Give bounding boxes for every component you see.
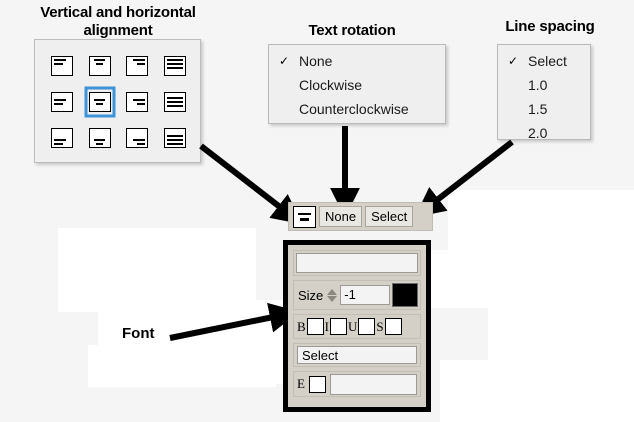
style-checkbox-u[interactable] — [358, 318, 376, 335]
align-top-center-icon — [88, 56, 111, 76]
font-callout-label: Font — [122, 325, 155, 342]
align-middle-left-icon — [50, 92, 73, 112]
font-color-swatch[interactable] — [392, 283, 418, 307]
spacing-menu-item[interactable]: ✓ Select — [498, 49, 590, 73]
style-checkbox-b[interactable] — [306, 318, 324, 335]
font-effect-row: E — [293, 371, 421, 397]
rotation-menu-item-label: None — [299, 53, 333, 69]
align-cell-bottom-center[interactable] — [81, 120, 119, 156]
rotation-menu-item-label: Counterclockwise — [299, 101, 409, 117]
align-cell-middle-right[interactable] — [119, 84, 157, 120]
align-cell-bottom-left[interactable] — [43, 120, 81, 156]
alignment-matrix-panel[interactable] — [34, 39, 201, 163]
rotation-button[interactable]: None — [319, 206, 363, 227]
spacing-menu-item[interactable]: 1.0 — [498, 73, 590, 97]
font-name-row — [293, 250, 421, 276]
align-cell-middle-center[interactable] — [81, 84, 119, 120]
spacing-menu-item-label: 1.5 — [528, 101, 548, 117]
effect-checkbox[interactable] — [308, 375, 326, 393]
size-spinner-icon[interactable] — [325, 283, 338, 307]
check-icon: ✓ — [279, 54, 290, 68]
background-shape — [88, 345, 276, 387]
rotation-callout-title: Text rotation — [308, 22, 396, 39]
effect-label: E — [297, 376, 305, 391]
align-top-left-icon — [50, 56, 73, 76]
align-cell-middle-justify[interactable] — [156, 84, 194, 120]
rotation-menu-item[interactable]: Counterclockwise — [269, 97, 445, 121]
style-label-b: B — [297, 318, 306, 334]
align-bottom-left-icon — [50, 128, 73, 148]
font-select-dropdown[interactable]: Select — [297, 346, 417, 364]
align-cell-middle-left[interactable] — [43, 84, 81, 120]
style-checkbox-i[interactable] — [330, 318, 348, 335]
align-top-justify-icon — [164, 56, 187, 76]
formatting-toolbar[interactable]: None Select — [288, 202, 433, 231]
rotation-menu-item-label: Clockwise — [299, 77, 363, 93]
spacing-menu-item[interactable]: 2.0 — [498, 121, 590, 145]
spacing-menu-item-label: 2.0 — [528, 125, 548, 141]
font-size-input[interactable]: -1 — [340, 285, 390, 305]
font-select-row: Select — [293, 343, 421, 367]
check-icon: ✓ — [508, 54, 519, 68]
line-spacing-menu[interactable]: ✓ Select 1.0 1.5 2.0 — [497, 44, 591, 141]
spacing-callout-title: Line spacing — [505, 18, 595, 35]
align-bottom-right-icon — [126, 128, 149, 148]
align-cell-bottom-justify[interactable] — [156, 120, 194, 156]
spacing-button[interactable]: Select — [365, 206, 414, 227]
spinner-down-icon[interactable] — [326, 295, 337, 302]
align-middle-center-icon — [88, 92, 111, 112]
align-bottom-justify-icon — [164, 128, 187, 148]
arrow-alignment — [199, 143, 303, 225]
spacing-menu-item-label: Select — [528, 53, 567, 69]
font-size-row: Size -1 — [293, 280, 421, 310]
style-label-u: U — [348, 318, 358, 334]
align-cell-bottom-right[interactable] — [119, 120, 157, 156]
effect-input[interactable] — [329, 373, 417, 395]
spacing-menu-item[interactable]: 1.5 — [498, 97, 590, 121]
style-checkbox-s[interactable] — [384, 318, 402, 335]
align-center-middle-icon[interactable] — [293, 205, 316, 228]
align-top-right-icon — [126, 56, 149, 76]
align-cell-top-justify[interactable] — [156, 48, 194, 84]
font-name-input[interactable] — [296, 253, 418, 273]
background-shape — [440, 360, 634, 422]
background-shape — [58, 228, 256, 312]
rotation-menu-item[interactable]: Clockwise — [269, 73, 445, 97]
style-label-s: S — [376, 318, 384, 334]
spinner-up-icon[interactable] — [326, 288, 337, 295]
spacing-menu-item-label: 1.0 — [528, 77, 548, 93]
style-label-i: I — [324, 318, 330, 334]
font-size-label: Size — [298, 287, 324, 303]
font-dialog[interactable]: Size -1 B I U S Select E — [283, 240, 431, 412]
align-cell-top-left[interactable] — [43, 48, 81, 84]
align-middle-justify-icon — [164, 92, 187, 112]
align-bottom-center-icon — [88, 128, 111, 148]
align-middle-right-icon — [126, 92, 149, 112]
rotation-menu-item[interactable]: ✓ None — [269, 49, 445, 73]
align-cell-top-center[interactable] — [81, 48, 119, 84]
alignment-callout-title: Vertical and horizontal alignment — [40, 4, 196, 39]
align-cell-top-right[interactable] — [119, 48, 157, 84]
alignment-grid[interactable] — [43, 48, 194, 156]
